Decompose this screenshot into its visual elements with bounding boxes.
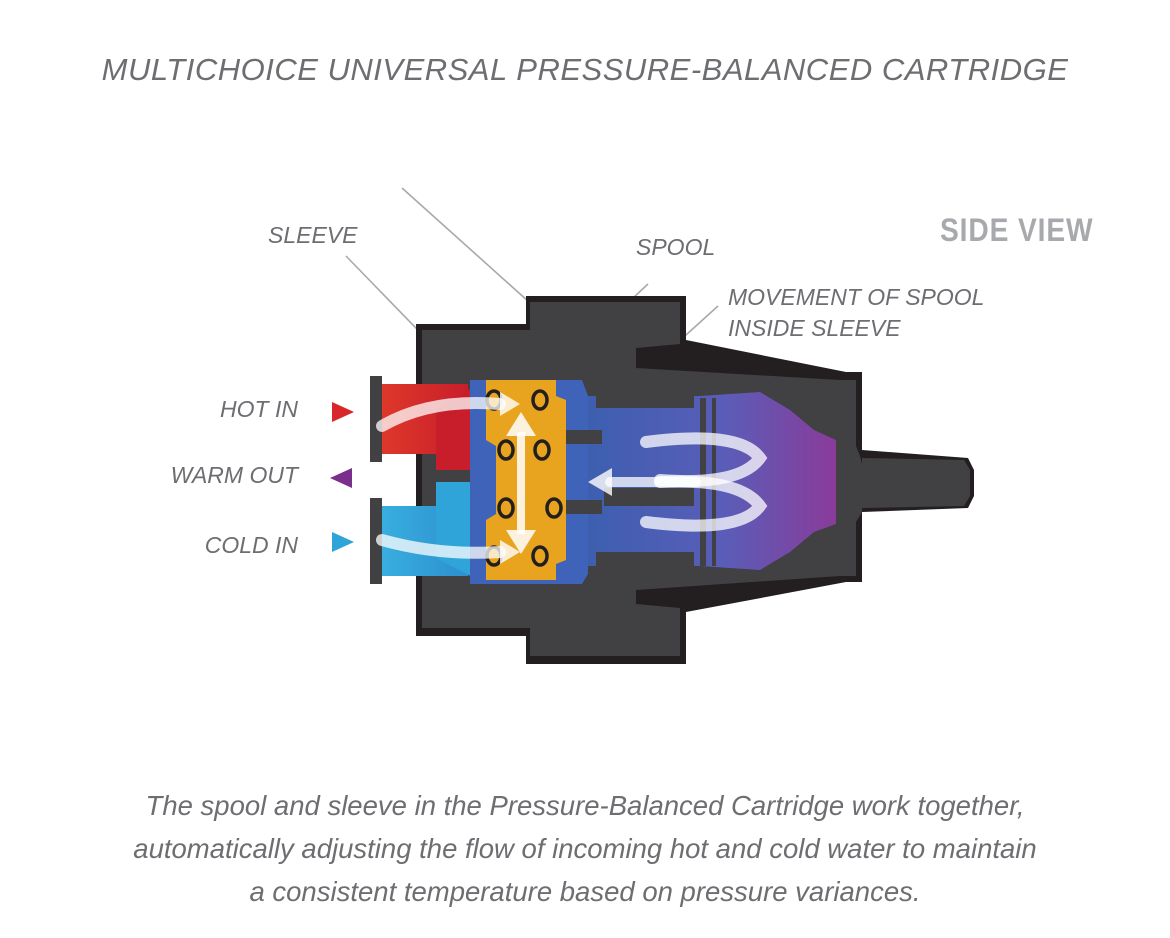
caption: The spool and sleeve in the Pressure-Bal…: [0, 784, 1170, 913]
flow-arrows: [376, 396, 768, 559]
movement-label-line2: INSIDE SLEEVE: [728, 315, 901, 341]
caption-line-1: The spool and sleeve in the Pressure-Bal…: [145, 790, 1025, 821]
hot-in-label: HOT IN: [220, 396, 298, 422]
hot-flow-arrowhead: [500, 392, 520, 416]
cold-inlet-rim: [370, 498, 382, 584]
hot-inlet-rim: [370, 376, 382, 462]
chamber-flow-loop: [640, 475, 768, 532]
cold-in-label: COLD IN: [204, 532, 298, 558]
caption-line-3: a consistent temperature based on pressu…: [249, 876, 921, 907]
hot-flow-arrow: [376, 396, 506, 432]
port-circle: [497, 497, 515, 519]
port-circle: [531, 545, 549, 567]
cartridge-stem: [862, 458, 970, 508]
diagram-title: MULTICHOICE UNIVERSAL PRESSURE-BALANCED …: [101, 52, 1069, 87]
movement-label-line1: MOVEMENT OF SPOOL: [728, 284, 985, 310]
port-circle: [531, 389, 549, 411]
hot-in-pointer: [332, 402, 354, 422]
port-circle: [497, 439, 515, 461]
cold-flow-arrow: [376, 534, 506, 559]
cold-in-pointer: [332, 532, 354, 552]
spool-movement-arrow: [506, 412, 536, 554]
port-circle: [533, 439, 551, 461]
warm-out-label: WARM OUT: [170, 462, 298, 488]
side-view-label: SIDE VIEW: [940, 212, 1094, 248]
spool-label: SPOOL: [636, 234, 716, 260]
movement-label: MOVEMENT OF SPOOL INSIDE SLEEVE: [728, 282, 984, 344]
caption-line-2: automatically adjusting the flow of inco…: [133, 833, 1037, 864]
warm-out-pointer: [330, 468, 352, 488]
flow-arrowheads: [500, 392, 612, 564]
port-circle: [545, 497, 563, 519]
warm-out-flow-arrowhead: [588, 468, 612, 496]
sleeve-label: SLEEVE: [268, 222, 358, 248]
cold-flow-arrowhead: [500, 540, 520, 564]
